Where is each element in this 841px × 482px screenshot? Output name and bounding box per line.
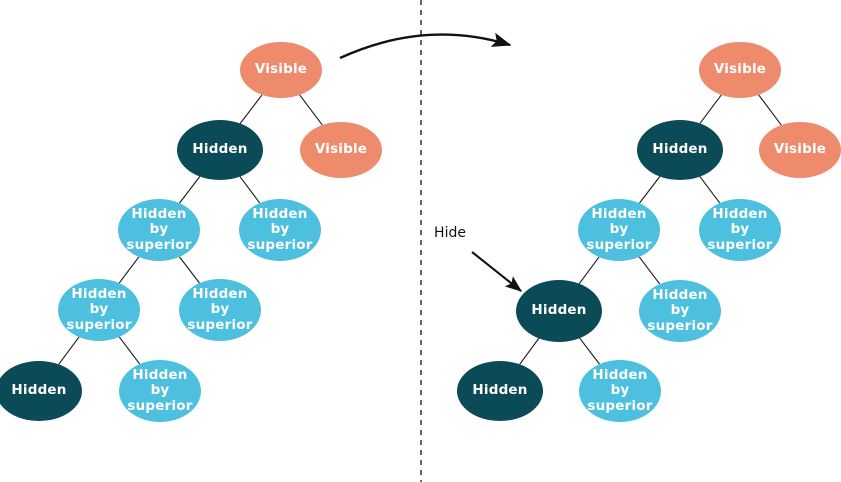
node-label: Hidden by superior: [587, 367, 653, 414]
tree-node-hidden-by-superior[interactable]: Hidden by superior: [239, 199, 321, 261]
tree-edge: [118, 336, 141, 365]
tree-edge: [579, 337, 600, 365]
tree-node-hidden-by-superior[interactable]: Hidden by superior: [118, 199, 200, 261]
node-label: Hidden: [472, 382, 528, 399]
tree-edge: [639, 176, 661, 204]
tree-node-visible[interactable]: Visible: [699, 42, 781, 98]
node-label: Hidden by superior: [127, 367, 193, 414]
tree-node-hidden-by-superior[interactable]: Hidden by superior: [119, 360, 201, 422]
tree-edge: [179, 176, 201, 204]
tree-node-hidden-by-superior[interactable]: Hidden by superior: [639, 280, 721, 342]
node-label: Hidden: [11, 382, 67, 399]
tree-edge: [179, 256, 200, 284]
node-label: Hidden by superior: [187, 286, 253, 333]
tree-edge: [299, 94, 323, 126]
node-label: Hidden by superior: [586, 206, 652, 253]
tree-node-visible[interactable]: Visible: [240, 42, 322, 98]
tree-edge: [758, 94, 782, 126]
tree-node-hidden-by-superior[interactable]: Hidden by superior: [58, 279, 140, 341]
node-label: Hidden by superior: [647, 287, 713, 334]
node-label: Hidden: [531, 302, 587, 319]
tree-node-hidden[interactable]: Hidden: [637, 120, 723, 180]
tree-edge: [239, 94, 263, 124]
tree-node-hidden[interactable]: Hidden: [457, 361, 543, 421]
node-label: Visible: [713, 61, 767, 78]
node-label: Visible: [314, 141, 368, 158]
node-label: Visible: [773, 141, 827, 158]
node-label: Hidden: [192, 141, 248, 158]
tree-node-hidden-by-superior[interactable]: Hidden by superior: [699, 199, 781, 261]
node-label: Visible: [254, 61, 308, 78]
tree-node-hidden-by-superior[interactable]: Hidden by superior: [578, 199, 660, 261]
node-label: Hidden by superior: [66, 286, 132, 333]
node-label: Hidden by superior: [126, 206, 192, 253]
node-label: Hidden: [652, 141, 708, 158]
tree-edge: [58, 336, 80, 365]
hide-annotation-arrow: [471, 251, 522, 292]
tree-edge: [519, 338, 540, 365]
tree-edge: [638, 256, 661, 285]
transition-arrow: [339, 32, 512, 60]
tree-node-hidden-by-superior[interactable]: Hidden by superior: [179, 279, 261, 341]
node-label: Hidden by superior: [247, 206, 313, 253]
tree-node-hidden[interactable]: Hidden: [0, 361, 82, 421]
tree-edge: [699, 94, 722, 124]
hide-annotation-label: Hide: [434, 225, 466, 241]
tree-node-hidden[interactable]: Hidden: [516, 280, 602, 342]
tree-node-hidden-by-superior[interactable]: Hidden by superior: [579, 360, 661, 422]
tree-node-visible[interactable]: Visible: [759, 122, 841, 178]
tree-edge: [118, 256, 140, 284]
tree-edge: [699, 176, 721, 204]
tree-node-hidden[interactable]: Hidden: [177, 120, 263, 180]
node-label: Hidden by superior: [707, 206, 773, 253]
tree-edge: [239, 176, 261, 204]
tree-edge: [578, 256, 600, 284]
tree-node-visible[interactable]: Visible: [300, 122, 382, 178]
